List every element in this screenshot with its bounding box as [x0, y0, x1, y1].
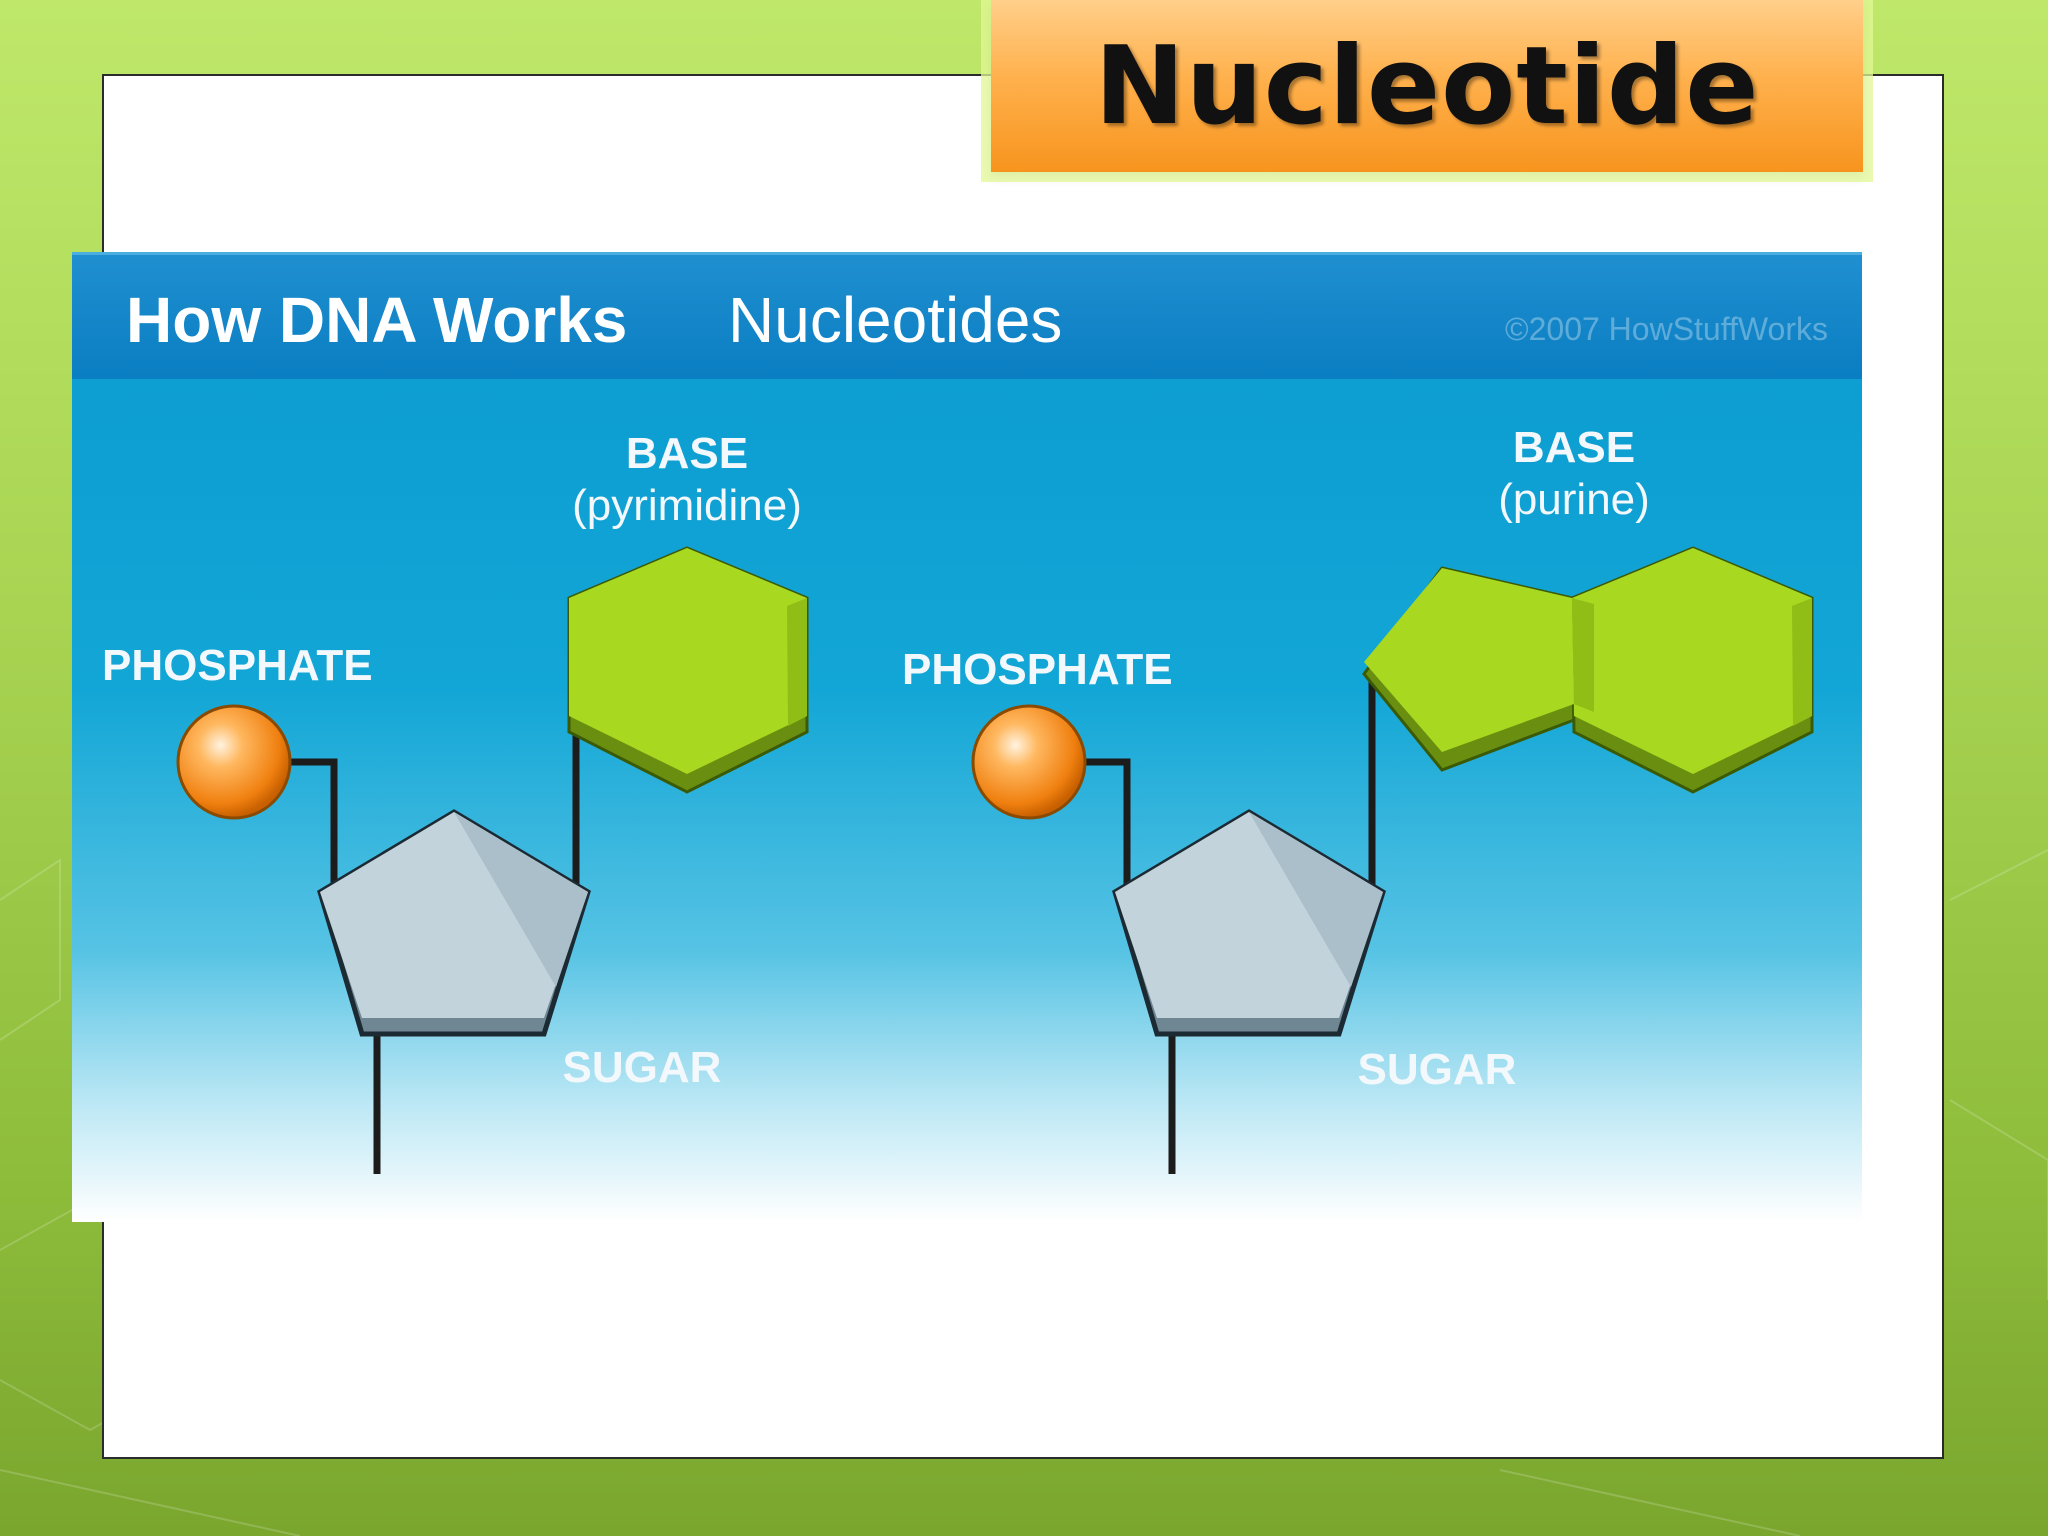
- left-phosphate-bond: [290, 758, 338, 892]
- left-sugar-pentagon: [317, 809, 591, 1037]
- right-sugar-pentagon: [1112, 809, 1386, 1037]
- figure-heading-light: Nucleotides: [728, 284, 1063, 356]
- right-sugar-label: SUGAR: [1357, 1045, 1517, 1094]
- right-base-type-label: (purine): [1498, 475, 1650, 524]
- figure-credit: ©2007 HowStuffWorks: [1505, 311, 1828, 347]
- figure-header: How DNA Works Nucleotides ©2007 HowStuff…: [72, 252, 1862, 379]
- right-phosphate-label: PHOSPHATE: [902, 645, 1173, 694]
- left-pyrimidine-hexagon: [567, 546, 809, 794]
- slide-title: Nucleotide: [1094, 23, 1760, 149]
- left-nucleotide: [176, 546, 809, 1174]
- slide-title-box: Nucleotide: [991, 0, 1863, 172]
- nucleotide-figure: How DNA Works Nucleotides ©2007 HowStuff…: [72, 252, 1862, 1222]
- nucleotide-diagram: [176, 546, 1814, 1174]
- right-base-label: BASE: [1512, 423, 1636, 472]
- right-nucleotide: [971, 546, 1814, 1174]
- figure-heading-bold: How DNA Works: [126, 284, 628, 356]
- right-phosphate-bond: [1085, 758, 1131, 892]
- right-purine-rings: [1362, 546, 1814, 794]
- right-phosphate-sphere: [971, 704, 1087, 820]
- left-base-type-label: (pyrimidine): [572, 481, 802, 530]
- left-sugar-label: SUGAR: [562, 1043, 722, 1092]
- left-phosphate-sphere: [176, 704, 292, 820]
- left-phosphate-label: PHOSPHATE: [102, 641, 373, 690]
- left-base-label: BASE: [625, 429, 749, 478]
